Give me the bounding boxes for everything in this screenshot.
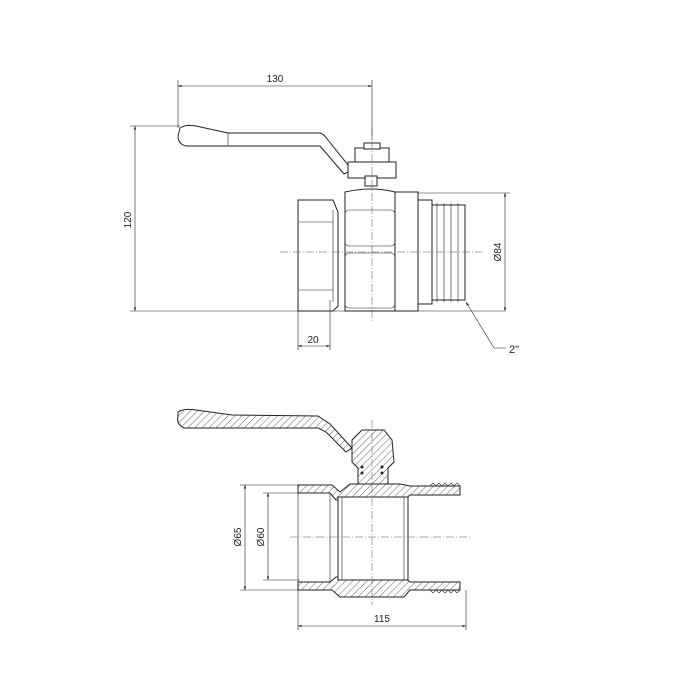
male-thread: [431, 203, 466, 302]
dim-outer-diameter: Ø84: [493, 242, 504, 261]
dim-handle-length: 130: [267, 74, 284, 85]
male-thread-section: [429, 482, 461, 594]
side-view: 130 120 Ø84 20 2": [123, 74, 519, 356]
dim-thread-size: 2": [509, 344, 519, 356]
dim-height: 120: [123, 211, 134, 228]
valve-body: [344, 188, 396, 312]
dim-diameter-65: Ø65: [233, 527, 244, 546]
handle-section: [177, 408, 353, 453]
section-view: Ø65 Ø60 115: [177, 408, 470, 630]
body-wall-top: [297, 483, 461, 501]
ball: [337, 496, 409, 581]
female-hex-end: [297, 199, 339, 312]
dim-thread-depth: 20: [307, 335, 319, 346]
dim-overall-length: 115: [374, 614, 390, 625]
handle-lever: [177, 124, 353, 175]
dim-diameter-60: Ø60: [256, 527, 267, 546]
